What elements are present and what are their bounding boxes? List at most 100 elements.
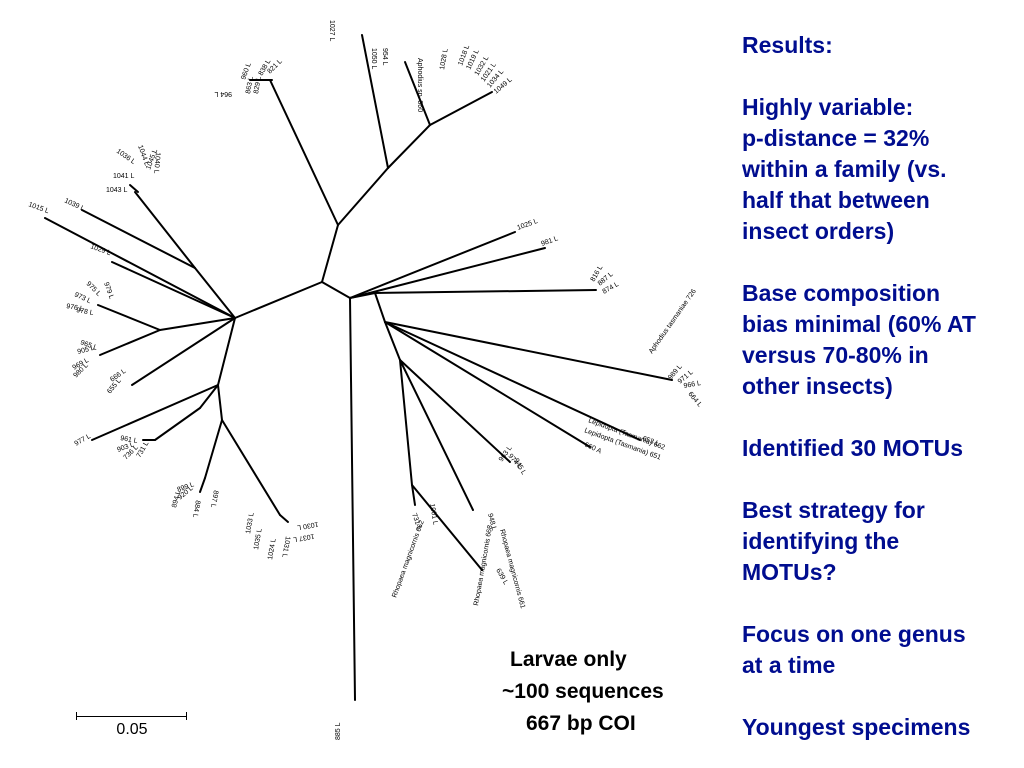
tree-label: 863 L (245, 76, 255, 95)
tree-label: 639 L (494, 568, 509, 587)
results-line: versus 70-80% in (742, 342, 929, 368)
tree-branch (134, 191, 196, 269)
tree-branch (429, 91, 493, 126)
sample-info-line: Larvae only (510, 648, 627, 671)
tree-label: 1031 L (280, 536, 291, 558)
tree-branch (129, 184, 139, 193)
results-line: Best strategy for (742, 497, 925, 523)
tree-label: 1040 L (152, 152, 161, 174)
tree-label: 978 L (76, 307, 95, 317)
tree-label: 981 L (540, 235, 559, 248)
results-line: bias minimal (60% AT (742, 311, 976, 337)
scale-label: 0.05 (116, 721, 148, 738)
tree-label: Aphodius tasmaniae 726 (648, 288, 698, 355)
results-line: p-distance = 32% (742, 125, 930, 151)
tree-label: 1041 L (113, 173, 135, 180)
tree-label: 945 L (512, 458, 527, 477)
results-line: at a time (742, 652, 836, 678)
tree-branch (199, 384, 219, 409)
tree-label: 1027 L (328, 20, 335, 42)
results-line: Focus on one genus (742, 621, 966, 647)
tree-label: 897 L (209, 490, 219, 509)
results-line: insect orders) (742, 218, 895, 244)
tree-label: 1033 L (245, 512, 256, 534)
tree-label: 966 L (683, 380, 702, 390)
results-line: Identified 30 MOTUs (742, 435, 964, 461)
tree-branch (374, 289, 597, 294)
results-line: MOTUs? (742, 559, 837, 585)
results-heading: Results: (742, 32, 833, 58)
sample-info: Larvae only ~100 sequences 667 bp COI (492, 644, 712, 740)
tree-label: 655 L (106, 377, 123, 395)
tree-branch (399, 359, 413, 486)
tree-branch (404, 61, 431, 126)
tree-label: 954 L (381, 48, 388, 66)
tree-branch (194, 267, 236, 319)
tree-label: 948 L (486, 513, 497, 532)
tree-label: 1043 L (106, 187, 128, 194)
scale-bar: 0.05 (76, 710, 188, 742)
tree-branch (349, 292, 376, 299)
tree-label: 1015 L (27, 201, 50, 215)
tree-branch (269, 79, 339, 226)
tree-label: 1029 L (89, 243, 112, 257)
tree-label: 973 L (73, 291, 92, 305)
tree-label: 1028 L (439, 48, 450, 70)
tree-branch (159, 317, 236, 331)
tree-branch (217, 384, 223, 421)
tree-branch (321, 224, 339, 283)
tree-branch (399, 359, 511, 463)
tree-branch (234, 281, 323, 319)
tree-label: Aphodius sp. 860 (416, 58, 423, 112)
tree-branch (384, 321, 673, 381)
tree-branch (349, 247, 546, 299)
results-line: Highly variable: (742, 94, 914, 120)
tree-branch (131, 317, 236, 386)
tree-branch (384, 321, 401, 361)
tree-branch (411, 484, 416, 506)
tree-label: 894 L (171, 490, 182, 509)
sample-info-line: ~100 sequences (502, 680, 664, 703)
results-line: half that between (742, 187, 930, 213)
tree-label: 1001 L (428, 503, 439, 525)
scale-tick-right (186, 712, 187, 720)
tree-branch (337, 167, 389, 226)
tree-branch (97, 304, 161, 331)
tree-label: Rhopaea magnicornis 668 (473, 525, 494, 607)
tree-branch (349, 231, 516, 299)
tree-branch (204, 419, 223, 479)
tree-branch (111, 261, 236, 319)
sample-info-line: 667 bp COI (526, 712, 636, 735)
tree-label: 975 L (85, 280, 102, 297)
results-line: within a family (vs. (742, 156, 947, 182)
tree-label: 979 L (102, 281, 115, 300)
tree-branch (411, 484, 483, 571)
tree-branch (374, 292, 386, 323)
tree-label: 664 L (686, 391, 703, 409)
phylogenetic-tree: 1027 L 1050 L 954 L Aphodius sp. 860 102… (27, 20, 703, 740)
tree-branch (399, 359, 474, 511)
tree-branch (361, 34, 389, 169)
tree-label: 1036 L (115, 148, 137, 166)
tree-branch (321, 281, 351, 299)
tree-label: 964 L (214, 90, 232, 97)
tree-label: 660 A (583, 441, 602, 455)
tree-branch (44, 217, 236, 319)
tree-branch (349, 297, 356, 701)
scale-line (76, 716, 186, 717)
tree-branch (221, 419, 281, 516)
tree-branch (154, 407, 201, 441)
results-line: Youngest specimens (742, 714, 971, 740)
tree-branch (91, 384, 219, 441)
tree-label: 1030 L (296, 520, 318, 531)
tree-label: 977 L (74, 433, 93, 448)
tree-branch (384, 321, 591, 448)
results-line: Base composition (742, 280, 941, 306)
tree-label: 961 L (120, 435, 139, 445)
results-panel: Results: Highly variable: p-distance = 3… (742, 30, 1022, 743)
tree-label: 976 L (66, 303, 85, 313)
tree-label: 1050 L (370, 48, 377, 70)
tree-label: 905 L (77, 345, 96, 356)
results-line: other insects) (742, 373, 893, 399)
tree-branch (99, 329, 161, 356)
